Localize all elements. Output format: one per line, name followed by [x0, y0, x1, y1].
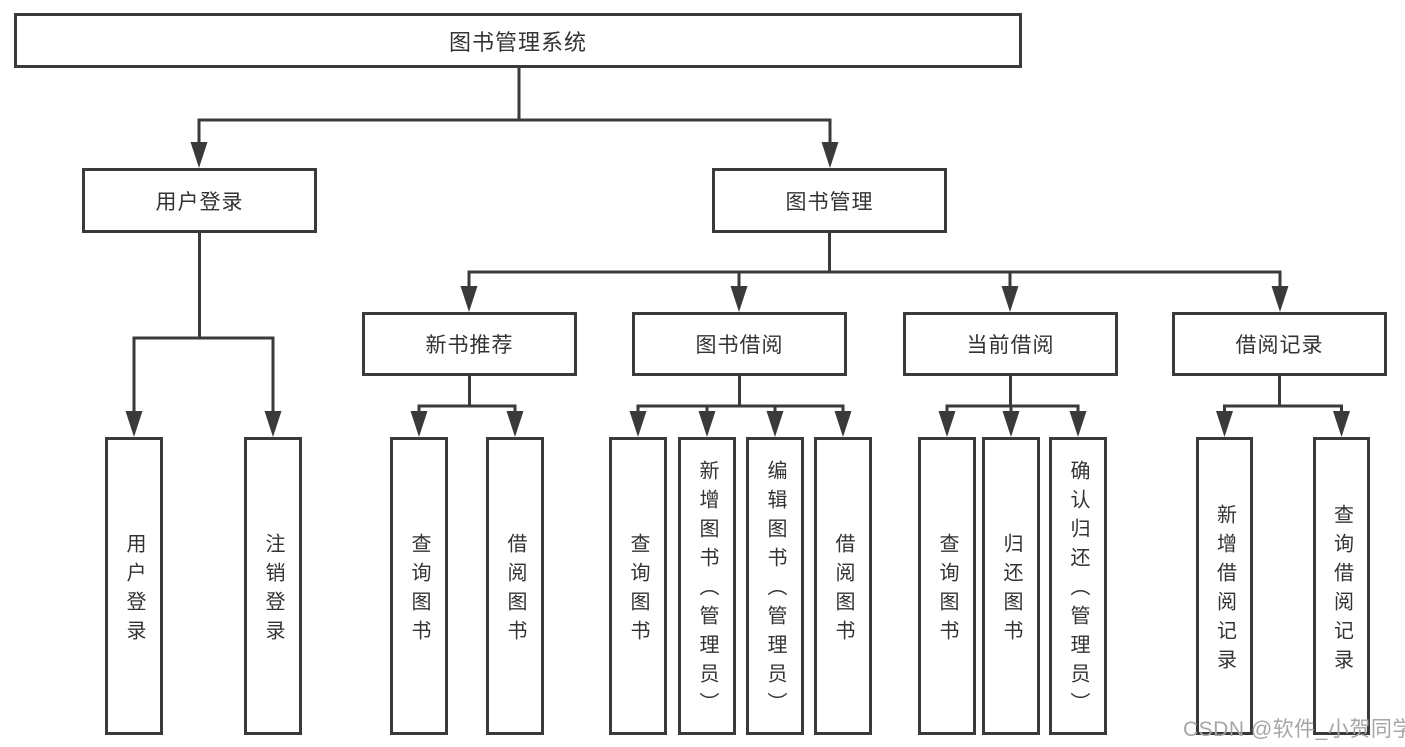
arrowhead	[730, 286, 748, 312]
leaf-add-borrow-record-label: 新增借阅记录	[1213, 503, 1236, 678]
connector-new-books-branch	[417, 376, 517, 415]
connector-user-login-branch	[132, 233, 275, 415]
leaf-logout-label: 注销登录	[262, 532, 284, 649]
leaf-borrow-books-2-label: 借阅图书	[832, 532, 854, 649]
leaf-add-borrow-record: 新增借阅记录	[1196, 437, 1253, 735]
node-user-login: 用户登录	[82, 168, 317, 233]
leaf-user-login: 用户登录	[105, 437, 163, 735]
connector-borrow-records-branch	[1223, 376, 1343, 415]
leaf-add-books-admin-label: 新增图书（管理员）	[696, 460, 718, 721]
leaf-logout: 注销登录	[244, 437, 302, 735]
node-user-login-label: 用户登录	[155, 190, 244, 214]
arrowhead	[766, 411, 784, 437]
arrowhead	[629, 411, 647, 437]
node-root: 图书管理系统	[14, 13, 1022, 68]
leaf-query-books-1: 查询图书	[390, 437, 448, 735]
leaf-confirm-return-admin: 确认归还（管理员）	[1049, 437, 1107, 735]
leaf-add-books-admin: 新增图书（管理员）	[678, 437, 736, 735]
arrowhead	[821, 142, 839, 168]
leaf-edit-books-admin: 编辑图书（管理员）	[746, 437, 804, 735]
watermark: CSDN @软件_小贺同学	[1183, 718, 1405, 741]
arrowhead	[460, 286, 478, 312]
leaf-query-books-2-label: 查询图书	[627, 532, 649, 649]
arrowhead	[938, 411, 956, 437]
arrowhead	[264, 411, 282, 437]
node-current-borrow-label: 当前借阅	[966, 334, 1055, 357]
arrowhead	[410, 411, 428, 437]
arrowhead	[1271, 286, 1289, 312]
arrowhead	[506, 411, 524, 437]
arrowhead	[698, 411, 716, 437]
leaf-query-borrow-record: 查询借阅记录	[1313, 437, 1370, 735]
node-current-borrow: 当前借阅	[903, 312, 1118, 376]
connector-book-borrow-branch	[636, 376, 845, 415]
arrowhead	[1333, 411, 1350, 437]
node-borrow-records-label: 借阅记录	[1235, 334, 1324, 357]
node-book-management-label: 图书管理	[785, 190, 874, 214]
leaf-borrow-books-1-label: 借阅图书	[504, 532, 526, 649]
leaf-borrow-books-1: 借阅图书	[486, 437, 544, 735]
node-book-borrow-label: 图书借阅	[695, 334, 784, 357]
leaf-borrow-books-2: 借阅图书	[814, 437, 872, 735]
arrowhead	[125, 411, 143, 437]
leaf-query-books-2: 查询图书	[609, 437, 667, 735]
arrowhead	[190, 142, 208, 168]
connector-book-management-branch	[467, 233, 1282, 290]
leaf-confirm-return-admin-label: 确认归还（管理员）	[1067, 460, 1089, 721]
leaf-query-books-3-label: 查询图书	[936, 532, 958, 649]
arrowhead	[1216, 411, 1233, 437]
connector-root-to-branches	[197, 68, 832, 146]
leaf-query-borrow-record-label: 查询借阅记录	[1330, 503, 1353, 678]
arrowhead	[1002, 411, 1020, 437]
node-new-books: 新书推荐	[362, 312, 577, 376]
node-new-books-label: 新书推荐	[425, 334, 514, 357]
node-borrow-records: 借阅记录	[1172, 312, 1387, 376]
arrowhead	[1069, 411, 1087, 437]
node-root-label: 图书管理系统	[448, 29, 587, 55]
leaf-edit-books-admin-label: 编辑图书（管理员）	[764, 460, 786, 721]
leaf-return-books-label: 归还图书	[1000, 532, 1022, 649]
node-book-borrow: 图书借阅	[632, 312, 847, 376]
leaf-user-login-label: 用户登录	[123, 532, 145, 649]
node-book-management: 图书管理	[712, 168, 947, 233]
arrowhead	[1001, 286, 1019, 312]
leaf-query-books-1-label: 查询图书	[408, 532, 430, 649]
leaf-query-books-3: 查询图书	[918, 437, 976, 735]
arrowhead	[834, 411, 852, 437]
leaf-return-books: 归还图书	[982, 437, 1040, 735]
connector-current-borrow-branch	[945, 376, 1080, 415]
